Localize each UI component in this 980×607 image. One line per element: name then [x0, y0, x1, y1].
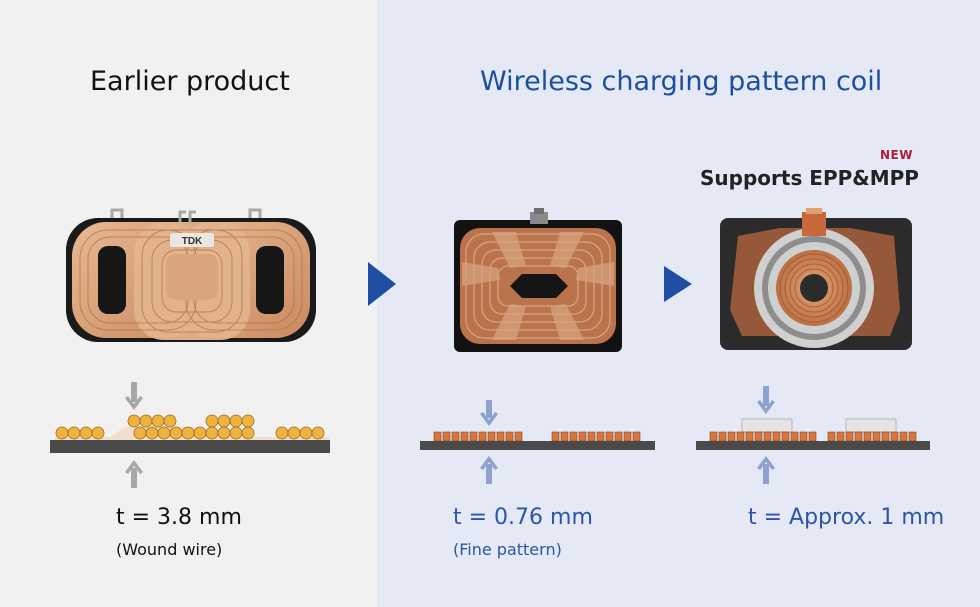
copper-trace	[487, 431, 496, 442]
copper-trace	[442, 431, 451, 442]
copper-trace	[845, 431, 854, 442]
wire-strand	[311, 426, 325, 440]
copper-trace	[890, 431, 899, 442]
copper-trace	[736, 431, 745, 442]
wire-strand	[287, 426, 301, 440]
wire-strand	[67, 426, 81, 440]
copper-trace	[790, 431, 799, 442]
play-arrow-icon	[664, 266, 692, 302]
up-arrow-icon	[480, 456, 498, 484]
copper-trace	[505, 431, 514, 442]
copper-trace	[763, 431, 772, 442]
wire-strand	[55, 426, 69, 440]
wire-strand	[139, 414, 153, 428]
copper-trace	[772, 431, 781, 442]
play-arrow-icon	[368, 262, 396, 306]
pattern-thickness: t = 0.76 mm	[453, 505, 593, 530]
pattern-coil-title: Wireless charging pattern coil	[480, 66, 883, 97]
down-arrow-icon	[125, 382, 143, 410]
copper-trace	[836, 431, 845, 442]
copper-trace	[718, 431, 727, 442]
earlier-thickness: t = 3.8 mm	[116, 505, 242, 530]
wire-strand	[217, 426, 231, 440]
copper-trace	[799, 431, 808, 442]
copper-trace	[587, 431, 596, 442]
wound-coil-image: TDK	[66, 208, 316, 342]
new-badge: NEW	[880, 148, 913, 162]
wire-strand	[157, 426, 171, 440]
wire-strand	[145, 426, 159, 440]
copper-trace	[551, 431, 560, 442]
copper-trace	[872, 431, 881, 442]
wire-strand	[133, 426, 147, 440]
copper-trace	[460, 431, 469, 442]
copper-trace	[478, 431, 487, 442]
copper-trace	[569, 431, 578, 442]
wire-strand	[127, 414, 141, 428]
down-arrow-icon	[757, 386, 775, 414]
earlier-note: (Wound wire)	[116, 540, 223, 559]
tdk-logo: TDK	[182, 236, 203, 247]
wire-strand	[299, 426, 313, 440]
copper-trace	[496, 431, 505, 442]
copper-trace	[614, 431, 623, 442]
copper-trace	[899, 431, 908, 442]
copper-trace	[863, 431, 872, 442]
copper-trace	[578, 431, 587, 442]
wire-strand	[193, 426, 207, 440]
down-arrow-icon	[480, 400, 498, 426]
wire-strand	[241, 414, 255, 428]
epp-mpp-coil-image	[720, 208, 912, 350]
copper-trace	[781, 431, 790, 442]
wire-strand	[205, 426, 219, 440]
copper-trace	[727, 431, 736, 442]
wire-strand	[241, 426, 255, 440]
copper-trace	[451, 431, 460, 442]
fine-pattern-coil-image	[454, 208, 622, 352]
wire-strand	[91, 426, 105, 440]
wire-strand	[79, 426, 93, 440]
wound-wires	[55, 414, 325, 440]
up-arrow-icon	[757, 456, 775, 484]
copper-trace	[709, 431, 718, 442]
wire-strand	[229, 414, 243, 428]
wire-strand	[275, 426, 289, 440]
copper-trace	[808, 431, 817, 442]
copper-trace	[623, 431, 632, 442]
wire-strand	[217, 414, 231, 428]
wire-strand	[205, 414, 219, 428]
approx-thickness: t = Approx. 1 mm	[748, 505, 945, 530]
copper-trace	[745, 431, 754, 442]
copper-trace	[881, 431, 890, 442]
copper-trace	[632, 431, 641, 442]
wire-strand	[181, 426, 195, 440]
copper-trace	[854, 431, 863, 442]
copper-trace	[754, 431, 763, 442]
wire-strand	[151, 414, 165, 428]
earlier-product-title: Earlier product	[90, 66, 290, 97]
copper-trace	[827, 431, 836, 442]
fine-pattern-cross-section	[420, 431, 655, 450]
supports-epp-mpp-label: Supports EPP&MPP	[700, 166, 919, 190]
approx-1mm-cross-section	[696, 418, 930, 450]
wire-strand	[229, 426, 243, 440]
wire-strand	[169, 426, 183, 440]
copper-trace	[433, 431, 442, 442]
wire-strand	[163, 414, 177, 428]
copper-trace	[514, 431, 523, 442]
copper-trace	[469, 431, 478, 442]
copper-trace	[560, 431, 569, 442]
pattern-note: (Fine pattern)	[453, 540, 562, 559]
copper-trace	[596, 431, 605, 442]
up-arrow-icon	[125, 460, 143, 488]
copper-trace	[908, 431, 917, 442]
copper-trace	[605, 431, 614, 442]
